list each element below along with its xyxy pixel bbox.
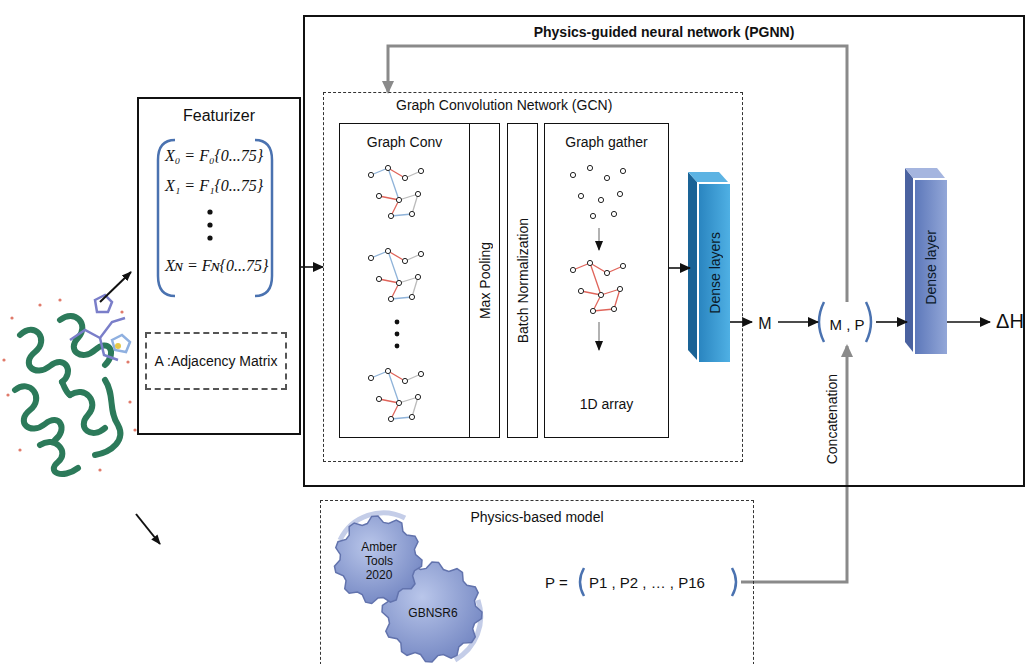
gear-icons [334,516,482,662]
node-label: Physics-guided neural network (PGNN) [305,24,1023,40]
graph-sketch [368,248,423,301]
vector-bracket [866,302,871,342]
dense-slab: Dense layer [915,180,947,354]
gcn-box: Graph Convolution Network (GCN) Graph Con… [323,92,743,462]
dense-slab-side [688,172,697,360]
ellipsis-dot [395,320,400,325]
gear-label: GBNSR6 [401,599,465,627]
layer-box: Max Pooling [469,123,500,438]
node-label: Dense layers [707,232,723,314]
graph-sketch [570,165,625,218]
node-label: Batch Normalization [515,218,531,343]
output-symbol: ΔH [990,306,1030,336]
node-label: ΔH [996,310,1024,333]
node-text: X₀ = F₀{0...75} [165,147,263,165]
output-symbol: M [754,312,776,336]
node-label: M [758,315,771,333]
gear-icon [334,516,422,604]
dense-slab: Dense layers [699,184,730,362]
dense-slab-side [905,168,913,352]
ellipsis-dot [395,332,400,337]
vector-node: M , P [824,304,870,344]
node-label: P = [545,574,568,591]
dense-slab-top [905,168,945,178]
dense-slab-top [688,172,728,182]
node-label: Graph gather [545,134,668,150]
graph-sketch [570,260,625,313]
node-text: P1 , P2 , … , P16 [589,574,705,591]
node-label: Graph Convolution Network (GCN) [396,97,612,113]
connector-arrow [778,321,818,323]
node-label: A :Adjacency Matrix [155,353,278,369]
node-text: X₁ = F₁{0...75} [165,177,263,195]
node-label: Featurizer [139,107,299,125]
protein-illustration [2,295,136,474]
layer-box: Graph gather 1D array [544,123,669,438]
node-label: Graph Conv [340,134,469,150]
input-arrow [100,272,131,302]
connector-arrow [876,321,907,323]
node-label: Physics-based model [321,509,753,525]
ellipsis-dot [395,344,400,349]
pgnn-box: Physics-guided neural network (PGNN) Grap… [303,15,1025,487]
connector-arrow [947,321,990,323]
connector-arrow [730,321,752,323]
vector-bracket [580,568,584,596]
node-label: GBNSR6 [408,606,457,620]
input-arrow [136,514,160,544]
node-label: Amber Tools 2020 [353,541,405,582]
node-text: 1D array [545,396,668,412]
matrix-box: A :Adjacency Matrix [145,332,287,390]
layer-box: Batch Normalization [507,123,538,438]
connector-arrow [388,46,847,302]
graph-sketch [368,165,423,218]
graph-sketch [368,368,423,421]
featurizer-box: Featurizer X₀ = F₀{0...75} X₁ = F₁{0...75}… [137,97,301,435]
vector-bracket [819,302,824,342]
vector-bracket [732,568,736,596]
node-text: Xɴ = Fɴ{0...75} [165,257,268,275]
flow-arrow [598,322,600,350]
edge-label: Concatenation [824,372,840,466]
node-label: Dense layer [923,230,939,305]
connector-arrow [741,346,847,582]
connector-arrow [669,267,690,269]
node-label: Max Pooling [477,242,493,319]
flow-arrow [598,228,600,250]
layer-box: Graph Conv [339,123,470,438]
vector-node: P = P1 , P2 , … , P16 [545,566,745,600]
ellipsis-dots [207,209,212,240]
node-label: M , P [829,316,864,333]
physics-box: Physics-based modelAmber Tools 2020GBNSR… [320,500,754,664]
gear-label: Amber Tools 2020 [349,531,409,593]
